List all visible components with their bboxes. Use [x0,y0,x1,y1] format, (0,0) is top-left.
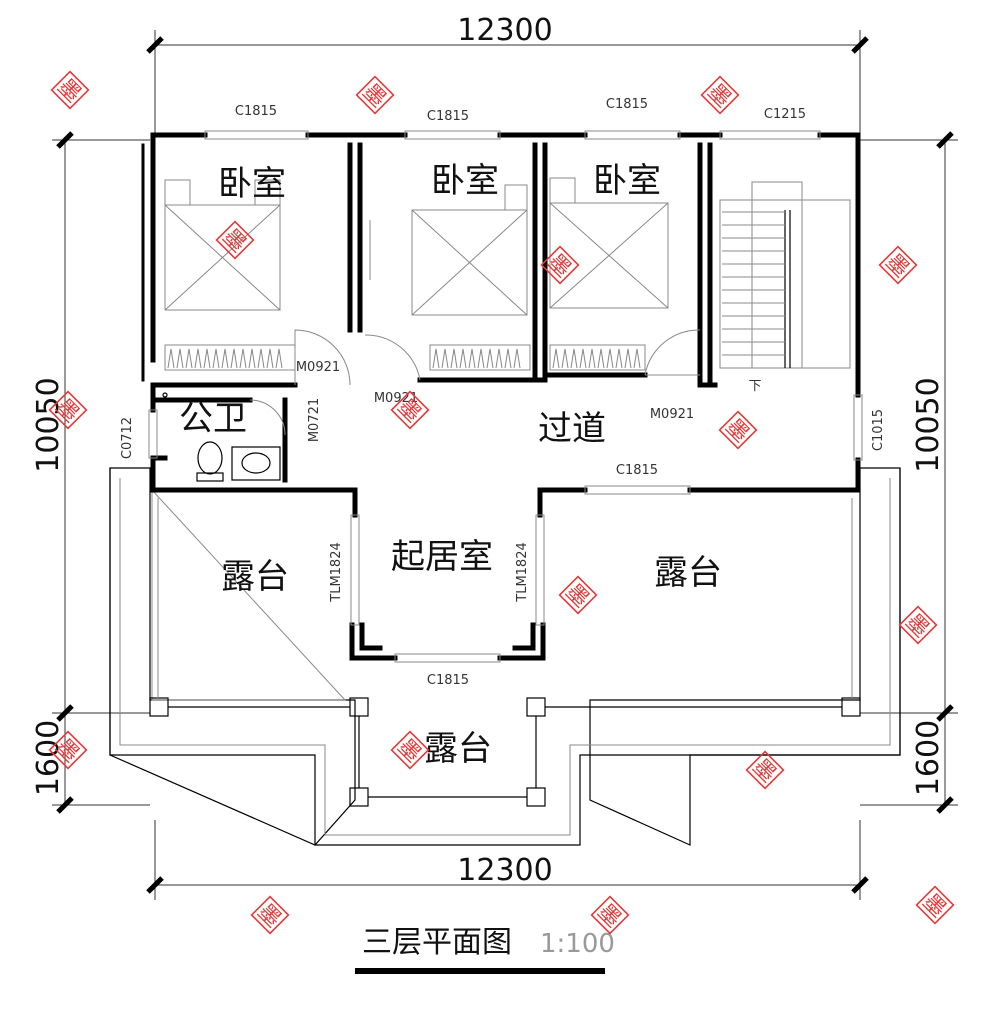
watermark-text: 墨 [702,79,735,112]
watermark-text: 墨 [880,249,913,282]
watermark-seal: 墨 [215,220,255,260]
wardrobe-hanger [266,348,274,369]
slider-code-living-left: TLM1824 [329,542,344,602]
wardrobe-hanger [486,348,494,369]
furniture [162,177,669,482]
watermark-seal: 墨 [718,410,758,450]
watermark-text: 墨 [252,899,285,932]
window-code-stair: C1215 [764,107,806,122]
watermark-seal: 墨 [700,75,740,115]
slider-code-living-right: TLM1824 [515,542,530,602]
watermark-text: 墨 [917,889,950,922]
room-label-terrace-right: 露台 [654,553,722,593]
watermark-text: 墨 [592,899,625,932]
room-label-terrace-front: 露台 [424,729,492,769]
watermark-layer: 墨墨墨墨墨墨墨墨墨墨墨墨墨墨墨墨墨 [48,70,955,935]
terrace-outline [109,467,901,846]
watermark-text: 墨 [52,74,85,107]
watermark-text: 墨 [900,609,933,642]
watermark-text: 墨 [747,754,780,787]
window-code-bath: C0712 [120,417,135,459]
window-code-corridor-terrace: C1815 [616,463,658,478]
wardrobe-hanger [221,348,229,369]
wardrobe-hanger [212,348,220,369]
window-code-corridor-right: C1015 [871,409,886,451]
title-underline [355,968,605,974]
door-code-bath: M0721 [307,398,322,442]
wardrobe-hanger [633,348,641,369]
wardrobe-hanger [450,348,458,369]
window-code-bedroom-3: C1815 [606,97,648,112]
dimension-lines [52,30,958,900]
drawing-scale: 1:100 [540,929,615,959]
wardrobe-hanger [176,348,184,369]
watermark-seal: 墨 [250,895,290,935]
wardrobe-hanger [203,348,211,369]
room-label-bedroom-1: 卧室 [218,164,286,204]
watermark-seal: 墨 [355,75,395,115]
wardrobe-hanger [615,348,623,369]
wardrobe-hanger [239,348,247,369]
drawing-title: 三层平面图 [362,925,512,960]
dim-right-depth: 10050 [911,377,946,472]
dim-bottom-width: 12300 [457,853,552,888]
wardrobe-hanger [257,348,265,369]
watermark-text: 墨 [560,579,593,612]
window-code-bedroom-2: C1815 [427,109,469,124]
dim-left-terrace: 1600 [31,720,66,796]
wardrobe-hanger [194,348,202,369]
wardrobe-hanger [495,348,503,369]
watermark-text: 墨 [720,414,753,447]
walls [141,132,861,661]
room-label-living-room: 起居室 [391,537,493,577]
wardrobe-hanger [230,348,238,369]
wardrobe-hanger [513,348,521,369]
window-code-living-front: C1815 [427,673,469,688]
wardrobe-hanger [570,348,578,369]
watermark-text: 墨 [217,224,250,257]
wardrobe-hanger [552,348,560,369]
watermark-text: 墨 [357,79,390,112]
wardrobe-hanger [167,348,175,369]
watermark-seal: 墨 [745,750,785,790]
wardrobe-hanger [477,348,485,369]
wardrobe-hanger [624,348,632,369]
watermark-seal: 墨 [50,70,90,110]
windows [148,130,863,663]
doors [249,220,701,436]
room-label-bathroom: 公卫 [179,399,247,439]
room-label-bedroom-3: 卧室 [593,161,661,201]
wardrobe-hanger [588,348,596,369]
wardrobe-hanger [504,348,512,369]
watermark-text: 墨 [392,734,425,767]
door-code-bedroom-3: M0921 [650,407,694,422]
wardrobe-hanger [579,348,587,369]
watermark-seal: 墨 [390,730,430,770]
wardrobe-hanger [275,348,283,369]
wardrobe-hanger [561,348,569,369]
window-code-bedroom-1: C1815 [235,104,277,119]
staircase [719,181,851,369]
watermark-seal: 墨 [558,575,598,615]
wardrobe-hanger [468,348,476,369]
wardrobe-hanger [248,348,256,369]
watermark-seal: 墨 [898,605,938,645]
wardrobe-hanger [185,348,193,369]
wardrobe-hanger [597,348,605,369]
dim-top-width: 12300 [457,13,552,48]
room-label-terrace-left: 露台 [221,557,289,597]
wardrobe-hanger [606,348,614,369]
dim-left-depth: 10050 [31,377,66,472]
watermark-seal: 墨 [915,885,955,925]
room-label-corridor: 过道 [538,409,606,449]
wardrobe-hanger [441,348,449,369]
dim-right-terrace: 1600 [911,720,946,796]
wardrobe-hanger [459,348,467,369]
stair-direction-label: 下 [748,379,761,394]
room-label-bedroom-2: 卧室 [431,161,499,201]
door-code-bedroom-1: M0921 [296,360,340,375]
watermark-seal: 墨 [878,245,918,285]
wardrobe-hanger [432,348,440,369]
